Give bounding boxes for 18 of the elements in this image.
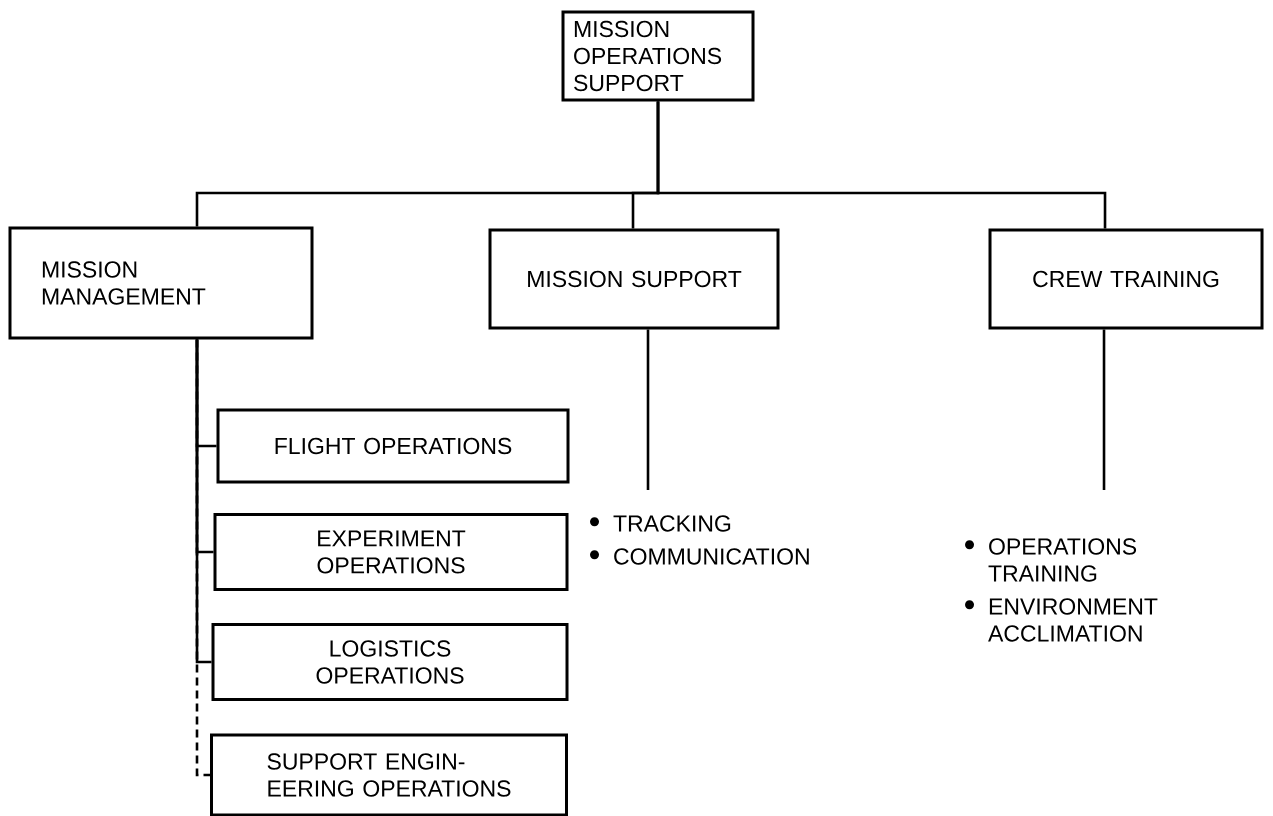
org-box: MISSION SUPPORT <box>488 228 780 330</box>
org-box: SUPPORT ENGIN- EERING OPERATIONS <box>210 733 568 816</box>
bullet-list: OPERATIONS TRAINING ENVIRONMENT ACCLIMATION <box>965 538 1158 642</box>
node-label: ENVIRONMENT ACCLIMATION <box>988 598 1158 642</box>
node-label: COMMUNICATION <box>614 548 809 565</box>
node-label: TRACKING <box>613 515 731 532</box>
connector-line <box>646 329 650 490</box>
org-box: MISSION OPERATIONS SUPPORT <box>561 10 755 102</box>
connector-line <box>195 339 210 777</box>
connector-line <box>1102 329 1106 490</box>
org-box: FLIGHT OPERATIONS <box>216 408 570 484</box>
node-label: OPERATIONS TRAINING <box>988 538 1137 582</box>
bullet-list: TRACKING COMMUNICATION <box>590 515 809 565</box>
org-box: CREW TRAINING <box>988 228 1264 330</box>
org-box: LOGISTICS OPERATIONS <box>211 623 569 701</box>
org-box: MISSION MANAGEMENT <box>8 226 314 340</box>
org-box: EXPERIMENT OPERATIONS <box>213 513 569 591</box>
connector-line <box>656 101 1107 229</box>
